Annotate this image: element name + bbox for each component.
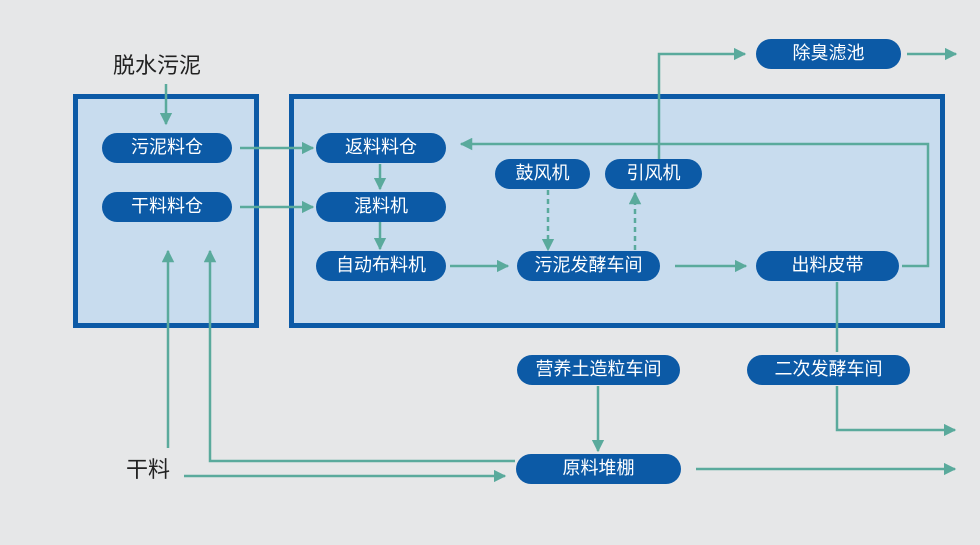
dewatered-sludge-label: 脱水污泥 [113, 54, 202, 79]
induced-fan-node: 引风机 [605, 159, 702, 189]
flow-fan-to-deodor [657, 47, 747, 160]
flow-secondary-out [835, 386, 957, 437]
auto-distributor-node: 自动布料机 [316, 251, 446, 281]
dry-bin-node: 干料料仓 [102, 192, 232, 222]
dry-material-label: 干料 [126, 458, 171, 483]
discharge-belt-node: 出料皮带 [756, 251, 899, 281]
flow-belt-return-loop [459, 137, 930, 268]
return-bin-node: 返料料仓 [316, 133, 446, 163]
sludge-bin-node: 污泥料仓 [102, 133, 232, 163]
raw-material-shed-node: 原料堆棚 [516, 454, 681, 484]
mixer-node: 混料机 [316, 192, 446, 222]
soil-granulation-node: 营养土造粒车间 [517, 355, 680, 385]
deodor-tank-node: 除臭滤池 [756, 39, 901, 69]
secondary-fermentation-node: 二次发酵车间 [747, 355, 910, 385]
fermentation-room-node: 污泥发酵车间 [517, 251, 660, 281]
flow-shed-to-drybin [203, 249, 515, 463]
blower-node: 鼓风机 [495, 159, 590, 189]
